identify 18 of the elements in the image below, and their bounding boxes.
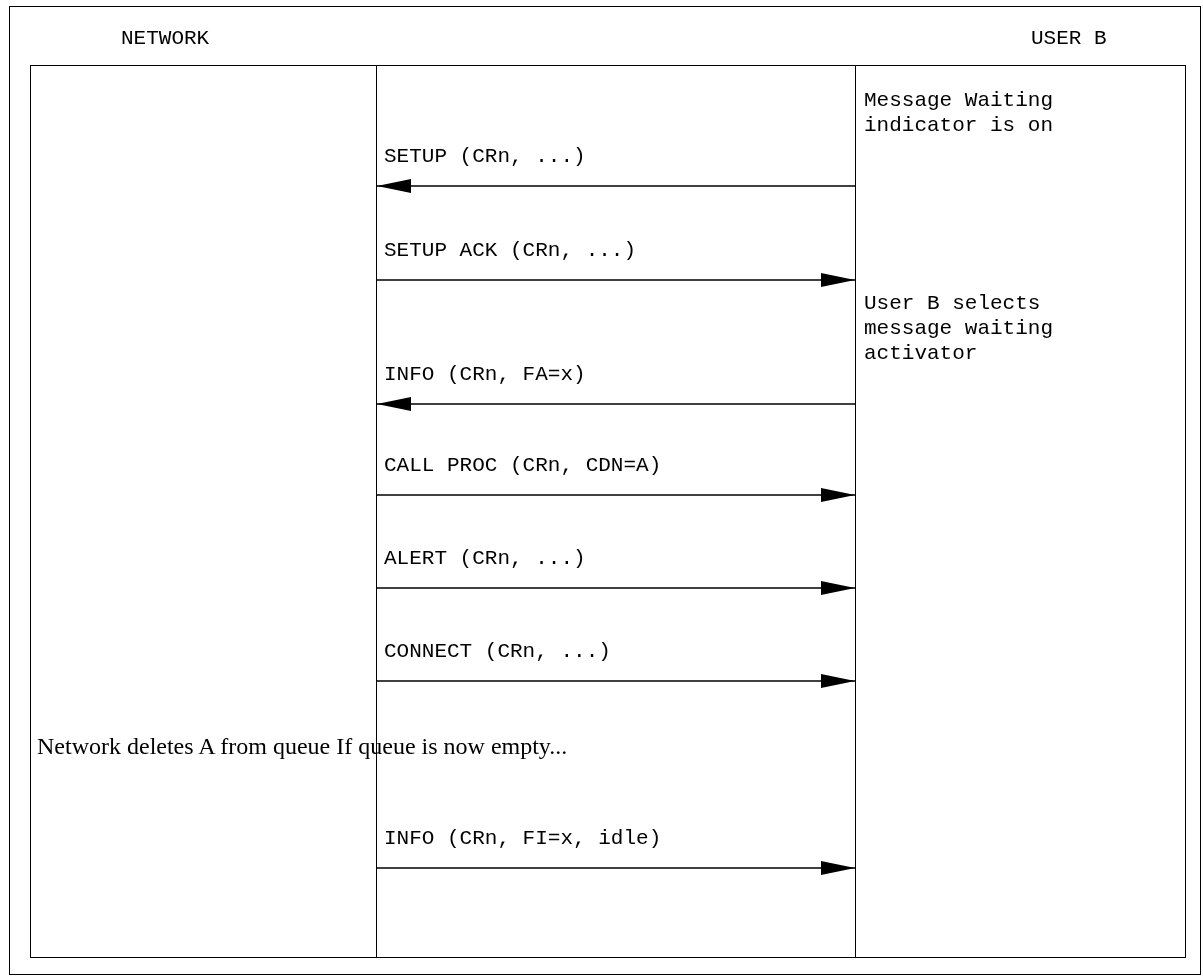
message-label: INFO (CRn, FA=x) <box>384 362 586 387</box>
message-label: SETUP (CRn, ...) <box>384 144 586 169</box>
message-label: CALL PROC (CRn, CDN=A) <box>384 453 662 478</box>
message-label: INFO (CRn, FI=x, idle) <box>384 826 662 851</box>
state-note: Message Waiting indicator is on <box>864 88 1054 138</box>
message-arrow <box>376 861 856 875</box>
message-arrow <box>376 581 856 595</box>
message-label: ALERT (CRn, ...) <box>384 546 586 571</box>
message-arrow <box>376 488 856 502</box>
message-arrow <box>376 397 856 411</box>
message-arrow <box>376 273 856 287</box>
message-label: CONNECT (CRn, ...) <box>384 639 611 664</box>
message-arrow <box>376 674 856 688</box>
state-note: User B selects message waiting activator <box>864 291 1054 366</box>
message-label: SETUP ACK (CRn, ...) <box>384 238 637 263</box>
lane-header: NETWORK <box>121 26 210 51</box>
message-arrow <box>376 179 856 193</box>
lane-header: USER B <box>1031 26 1107 51</box>
